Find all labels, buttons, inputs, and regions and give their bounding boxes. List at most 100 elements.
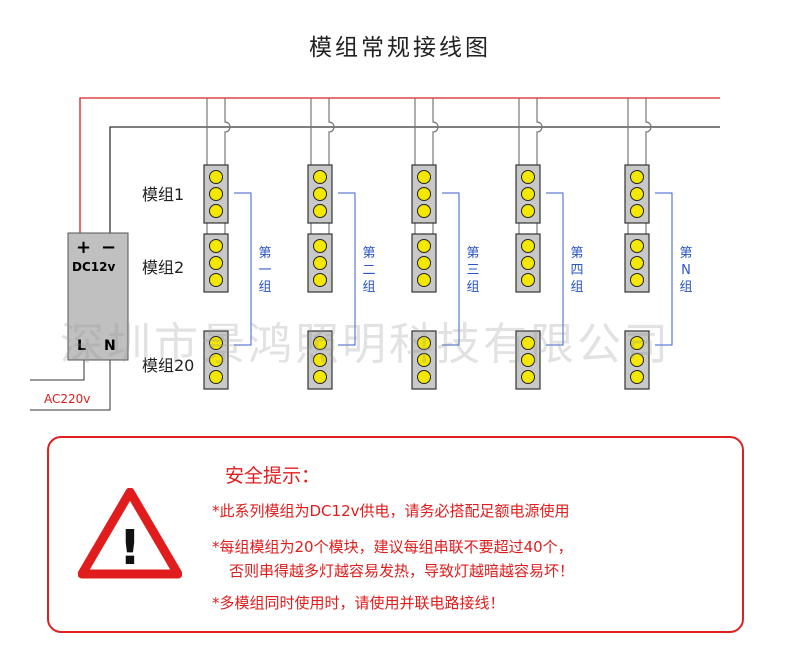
led-chip [209, 353, 223, 367]
group-bracket-wire [338, 192, 356, 346]
row-label-module-1: 模组1 [142, 185, 185, 204]
led-chip [630, 336, 644, 350]
group-bracket-wire [442, 192, 460, 346]
ac-input-label: AC220v [44, 392, 91, 406]
led-chip [313, 273, 327, 287]
led-module [203, 164, 229, 224]
warning-triangle-icon: ! [78, 488, 182, 579]
group-label-2: 第二组 [362, 246, 376, 295]
led-chip [209, 370, 223, 384]
notice-line-2: *每组模组为20个模块，建议每组串联不要超过40个， [212, 538, 573, 556]
led-chip [417, 170, 431, 184]
row-label-module-20: 模组20 [142, 356, 195, 375]
group-bracket-wire [546, 192, 564, 346]
led-chip [417, 187, 431, 201]
led-chip [417, 370, 431, 384]
psu-l-terminal: L [77, 338, 86, 354]
group-label-4: 第四组 [570, 246, 584, 295]
feed-wire-negative [432, 98, 439, 165]
led-chip [313, 336, 327, 350]
led-module [624, 164, 650, 224]
led-chip [417, 336, 431, 350]
led-chip [630, 187, 644, 201]
wires-layer [30, 97, 720, 411]
led-chip [209, 256, 223, 270]
led-chip [209, 170, 223, 184]
led-module [411, 164, 437, 224]
feed-wire-negative [645, 98, 652, 165]
led-chip [521, 370, 535, 384]
led-module [203, 330, 229, 390]
power-supply-unit [67, 232, 129, 361]
led-chip [630, 273, 644, 287]
negative-bus-wire [109, 126, 720, 235]
group-bracket-wire [655, 192, 673, 346]
led-chip [521, 353, 535, 367]
notice-line-1: *此系列模组为DC12v供电，请务必搭配足额电源使用 [212, 502, 570, 520]
led-chip [417, 204, 431, 218]
led-chip [313, 239, 327, 253]
led-chip [313, 353, 327, 367]
ac-input-wire-l [30, 360, 85, 381]
psu-minus-terminal: − [101, 237, 117, 258]
led-chip [630, 170, 644, 184]
led-module [411, 233, 437, 293]
diagram-title: 模组常规接线图 [309, 35, 491, 61]
ac-input-wire-n [30, 360, 111, 411]
led-chip [209, 273, 223, 287]
led-chip [521, 273, 535, 287]
led-chip [417, 273, 431, 287]
led-module [515, 164, 541, 224]
led-chip [313, 204, 327, 218]
led-chip [521, 187, 535, 201]
led-module [624, 233, 650, 293]
led-module [515, 233, 541, 293]
led-chip [417, 239, 431, 253]
led-module [624, 330, 650, 390]
led-chip [313, 170, 327, 184]
led-chip [209, 204, 223, 218]
led-module [515, 330, 541, 390]
warning-mark: ! [119, 520, 141, 576]
row-label-module-2: 模组2 [142, 258, 185, 277]
led-chip [521, 256, 535, 270]
led-chip [630, 204, 644, 218]
feed-wire-negative [328, 98, 335, 165]
led-chip [630, 256, 644, 270]
feed-wire-negative [536, 98, 543, 165]
led-chip [209, 239, 223, 253]
led-chip [313, 370, 327, 384]
psu-plus-terminal: + [76, 237, 92, 258]
led-module [307, 233, 333, 293]
safety-notice-box [47, 436, 744, 633]
led-chip [630, 239, 644, 253]
led-chip [313, 256, 327, 270]
led-chip [630, 370, 644, 384]
led-module [307, 330, 333, 390]
psu-n-terminal: N [104, 338, 116, 354]
notice-title: 安全提示： [225, 465, 321, 487]
watermark-text: 深圳市景鸿照明科技有限公司 [60, 319, 671, 370]
led-chip [417, 256, 431, 270]
led-chip [521, 204, 535, 218]
led-module [307, 164, 333, 224]
led-chip [521, 170, 535, 184]
feed-wire-negative [224, 98, 231, 165]
led-chip [417, 353, 431, 367]
notice-line-3: 否则串得越多灯越容易发热，导致灯越暗越容易坏！ [229, 562, 575, 580]
led-chip [313, 187, 327, 201]
notice-line-4: *多模组同时使用时，请使用并联电路接线！ [212, 594, 505, 612]
modules-layer [67, 164, 650, 390]
led-chip [521, 336, 535, 350]
led-chip [630, 353, 644, 367]
led-module [411, 330, 437, 390]
group-label-1: 第一组 [258, 246, 272, 295]
group-label-n: 第N组 [679, 246, 693, 295]
led-module [203, 233, 229, 293]
positive-bus-wire [79, 97, 720, 235]
psu-model-label: DC12v [72, 260, 116, 274]
led-chip [209, 187, 223, 201]
led-chip [521, 239, 535, 253]
group-bracket-wire [234, 192, 252, 346]
